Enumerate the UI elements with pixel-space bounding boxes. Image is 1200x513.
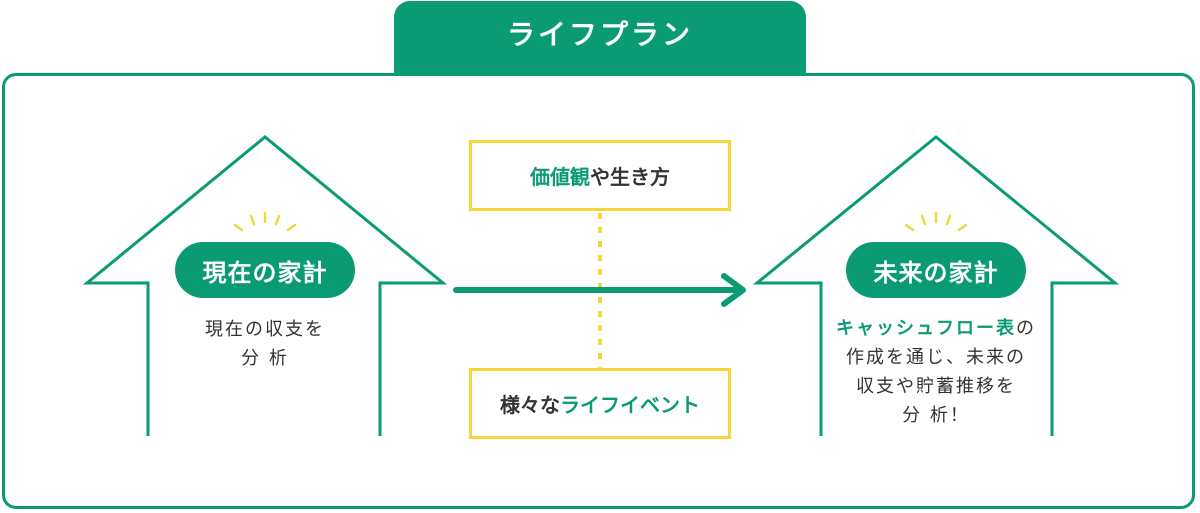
values-highlight: 価値観 (530, 165, 590, 189)
left-house-outline (82, 135, 448, 436)
cashflow-highlight: キャッシュフロー表 (836, 318, 1016, 339)
values-lifestyle-box: 価値観や生き方 (469, 140, 731, 211)
desc-line: キャッシュフロー表の (816, 314, 1056, 343)
current-budget-description: 現在の収支を 分 析 (165, 315, 365, 373)
title-tab: ライフプラン (394, 1, 806, 75)
page-title: ライフプラン (506, 18, 693, 51)
future-budget-description: キャッシュフロー表の 作成を通じ、未来の 収支や貯蓄推移を 分 析！ (816, 314, 1056, 430)
desc-line: 現在の収支を (205, 319, 325, 340)
life-events-box: 様々なライフイベント (469, 368, 731, 439)
desc-line: 収支や貯蓄推移を (856, 376, 1016, 397)
life-events-highlight: ライフイベント (560, 393, 700, 417)
desc-line: 作成を通じ、未来の (846, 347, 1026, 368)
desc-text: の (1016, 318, 1036, 339)
desc-line: 分 析！ (902, 405, 970, 426)
future-budget-label: 未来の家計 (846, 242, 1026, 298)
arrow-right-icon (453, 273, 746, 307)
current-budget-label: 現在の家計 (175, 242, 355, 298)
life-events-prefix: 様々な (500, 393, 560, 417)
desc-line: 分 析 (241, 348, 289, 369)
sparkle-icon (233, 211, 297, 232)
sparkle-icon (904, 211, 968, 232)
diagram-frame (2, 73, 1195, 509)
right-house-outline (752, 135, 1120, 436)
values-rest: や生き方 (590, 165, 670, 189)
